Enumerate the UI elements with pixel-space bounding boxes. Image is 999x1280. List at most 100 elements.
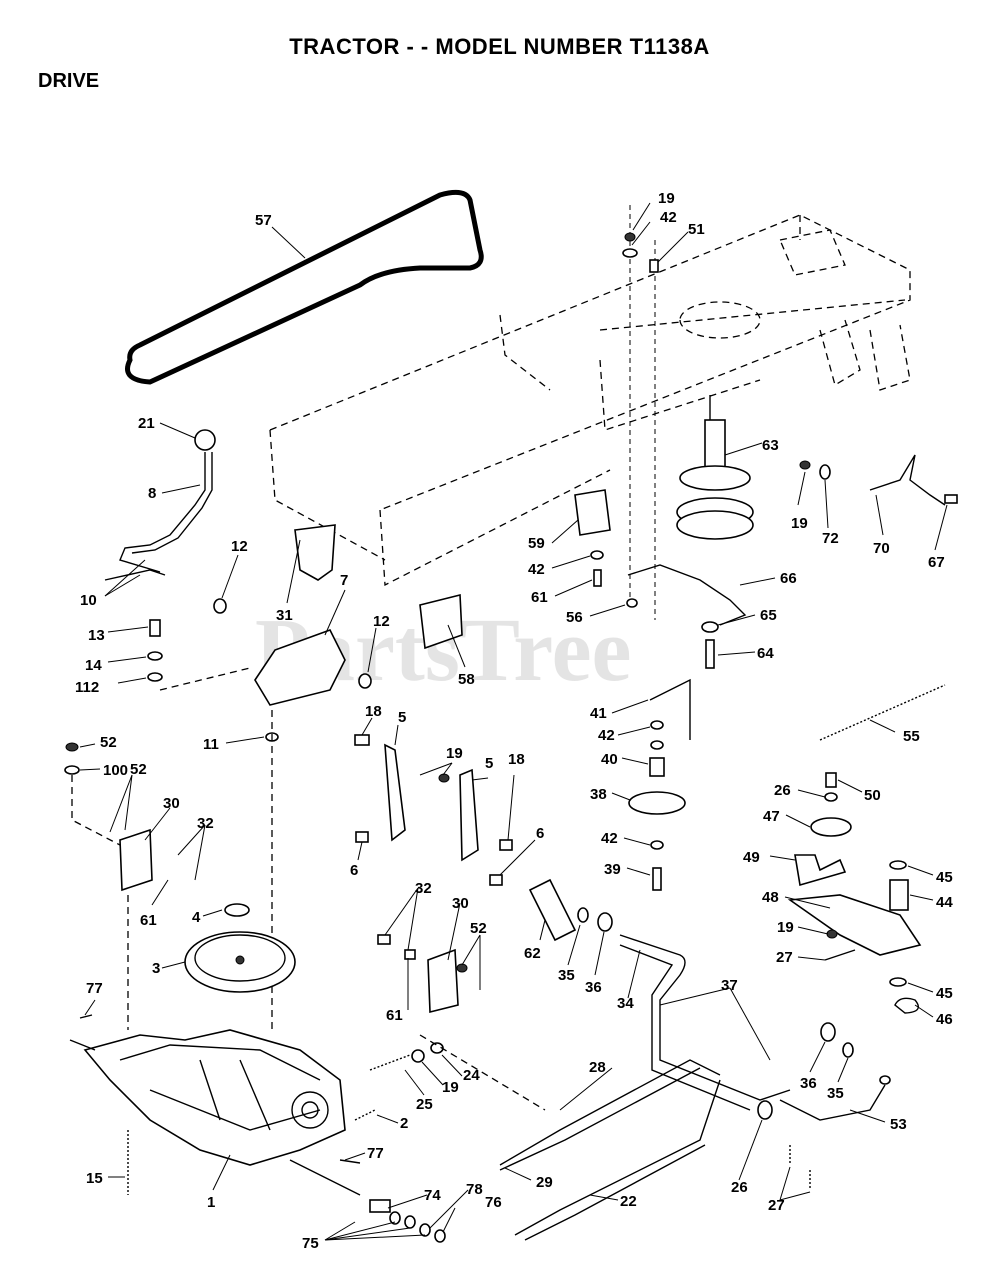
- shaft-34: [619, 934, 791, 1101]
- callout-19: 19: [446, 745, 463, 762]
- bolt-50: [825, 772, 837, 788]
- bracket-41: [649, 678, 691, 740]
- pin-77b: [339, 1159, 361, 1164]
- washer-36b: [820, 1022, 836, 1042]
- bolt-51: [649, 259, 659, 273]
- tractor-frame: [269, 214, 911, 587]
- nut-19c: [438, 773, 450, 783]
- callout-34: 34: [617, 995, 634, 1012]
- drive-belt: [125, 189, 484, 385]
- callout-77: 77: [367, 1145, 384, 1162]
- callout-72: 72: [822, 530, 839, 547]
- callout-11: 11: [203, 736, 219, 753]
- bolt-61c: [404, 949, 416, 960]
- callout-12: 12: [373, 613, 390, 630]
- rod-22: [514, 1079, 721, 1236]
- page-title: TRACTOR - - MODEL NUMBER T1138A: [289, 34, 710, 59]
- spring-25: [369, 1054, 411, 1071]
- washer-72: [819, 464, 831, 480]
- callout-47: 47: [763, 808, 780, 825]
- callout-28: 28: [589, 1059, 606, 1076]
- nut-35b: [842, 1042, 854, 1058]
- callout-58: 58: [458, 671, 475, 688]
- callout-10: 10: [80, 592, 97, 609]
- callout-2: 2: [400, 1115, 408, 1132]
- washer-42b: [590, 550, 604, 560]
- callout-78: 78: [466, 1181, 483, 1198]
- callout-19: 19: [777, 919, 794, 936]
- callout-75: 75: [302, 1235, 319, 1252]
- pulley-3: [184, 931, 296, 993]
- callout-61: 61: [386, 1007, 403, 1024]
- callout-7: 7: [340, 572, 348, 589]
- callout-64: 64: [757, 645, 774, 662]
- nut-56: [626, 598, 638, 608]
- callout-19: 19: [442, 1079, 459, 1096]
- callout-32: 32: [197, 815, 214, 832]
- bolt-18a: [354, 734, 370, 746]
- bolt-18b: [499, 839, 513, 851]
- bracket-30a: [119, 828, 153, 892]
- washer-100: [64, 765, 80, 775]
- washer-45a: [889, 860, 907, 870]
- pulley-47: [810, 817, 852, 837]
- callout-13: 13: [88, 627, 105, 644]
- nut-19a: [624, 232, 636, 242]
- washer-42d: [650, 840, 664, 850]
- bracket-5b: [459, 768, 479, 862]
- leader-lines: [79, 202, 948, 1241]
- section-title: DRIVE: [38, 70, 100, 92]
- callout-45: 45: [936, 985, 953, 1002]
- callout-36: 36: [585, 979, 602, 996]
- nut-76: [434, 1229, 446, 1243]
- bracket-59: [574, 489, 611, 536]
- spring-55: [819, 684, 946, 741]
- callout-42: 42: [601, 830, 618, 847]
- callout-38: 38: [590, 786, 607, 803]
- callout-21: 21: [138, 415, 155, 432]
- bolt-64: [705, 639, 715, 669]
- washer-26a: [824, 792, 838, 802]
- washer-12a: [213, 598, 227, 614]
- bolt-61b: [593, 569, 602, 587]
- washer-75: [404, 1215, 416, 1229]
- bracket-7: [254, 629, 346, 706]
- key-4: [224, 903, 250, 917]
- spacer-40: [649, 757, 665, 777]
- callout-19: 19: [791, 515, 808, 532]
- callout-46: 46: [936, 1011, 953, 1028]
- guard-49: [794, 854, 847, 887]
- callout-56: 56: [566, 609, 583, 626]
- bolt-67: [944, 494, 958, 504]
- callout-29: 29: [536, 1174, 553, 1191]
- callout-8: 8: [148, 485, 156, 502]
- callout-70: 70: [873, 540, 890, 557]
- washer-65: [701, 621, 719, 633]
- callout-62: 62: [524, 945, 541, 962]
- washer-42a: [622, 248, 638, 258]
- callout-30: 30: [452, 895, 469, 912]
- washer-112: [147, 672, 163, 682]
- callout-36: 36: [800, 1075, 817, 1092]
- bracket-5a: [384, 743, 406, 842]
- pulley-63: [676, 395, 754, 540]
- nut-52c: [456, 963, 468, 973]
- bracket-31: [294, 524, 336, 581]
- callout-66: 66: [780, 570, 797, 587]
- callout-18: 18: [508, 751, 525, 768]
- callout-52: 52: [470, 920, 487, 937]
- callout-41: 41: [590, 705, 607, 722]
- callout-27: 27: [768, 1197, 785, 1214]
- callout-59: 59: [528, 535, 545, 552]
- callout-48: 48: [762, 889, 779, 906]
- nut-35a: [577, 907, 589, 923]
- callout-24: 24: [463, 1067, 480, 1084]
- nut-19d: [826, 929, 838, 939]
- callout-52: 52: [100, 734, 117, 751]
- callout-12: 12: [231, 538, 248, 555]
- idler-arm-66: [627, 564, 747, 626]
- spacer-74: [369, 1199, 391, 1213]
- rod-53: [779, 1084, 886, 1121]
- callout-26: 26: [774, 782, 791, 799]
